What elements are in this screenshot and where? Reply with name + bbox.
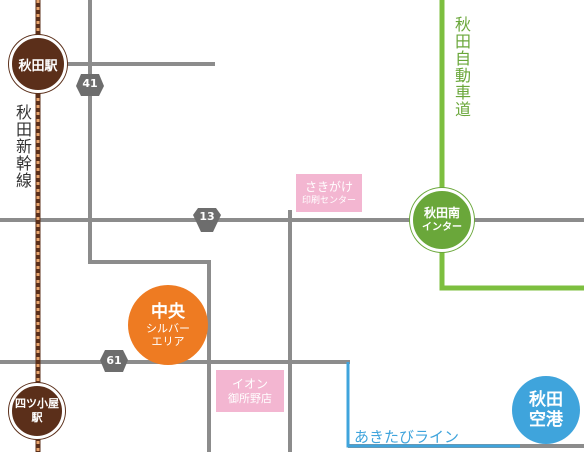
route-61-shield [100, 350, 128, 372]
interchange-label-1: 秋田南 [423, 206, 460, 220]
route-13-shield [193, 208, 221, 232]
sakigake-printing-center-label: さきがけ 印刷センター [296, 174, 362, 212]
akita-minami-interchange-marker: 秋田南 インター [410, 188, 474, 252]
sakigake-label-2: 印刷センター [301, 195, 356, 206]
sakigake-label-1: さきがけ [304, 179, 353, 194]
area-label-2: シルバー [146, 321, 190, 335]
interchange-label-2: インター [422, 222, 462, 233]
route-41-shield [76, 74, 104, 96]
area-label-3: エリア [151, 334, 185, 348]
area-label-1: 中央 [151, 301, 185, 322]
akita-airport-marker: 秋田 空港 [512, 376, 580, 444]
akita-tabi-line [346, 362, 520, 448]
airport-label-1: 秋田 [529, 390, 563, 410]
central-silver-area-marker: 中央 シルバー エリア [128, 285, 208, 365]
aeon-label-1: イオン [231, 376, 268, 391]
expressway-line [439, 0, 584, 291]
akita-station-label: 秋田駅 [18, 58, 58, 74]
aeon-goshono-label: イオン 御所野店 [216, 370, 284, 412]
akita-station-marker: 秋田駅 [9, 35, 67, 93]
yotsugoya-station-label-2: 駅 [31, 411, 43, 424]
yotsugoya-station-label-1: 四ツ小屋 [15, 397, 59, 410]
akita-tabi-line-label: あきたびライン [354, 428, 460, 446]
expressway-label: 秋田自動車道 [452, 16, 471, 118]
airport-label-2: 空港 [529, 410, 563, 430]
shinkansen-label: 秋田新幹線 [13, 104, 32, 189]
aeon-label-2: 御所野店 [228, 391, 272, 405]
route-61-number: 61 [106, 354, 122, 367]
route-41-number: 41 [82, 77, 98, 90]
yotsugoya-station-marker: 四ツ小屋 駅 [9, 383, 65, 439]
route-13-number: 13 [199, 210, 215, 223]
